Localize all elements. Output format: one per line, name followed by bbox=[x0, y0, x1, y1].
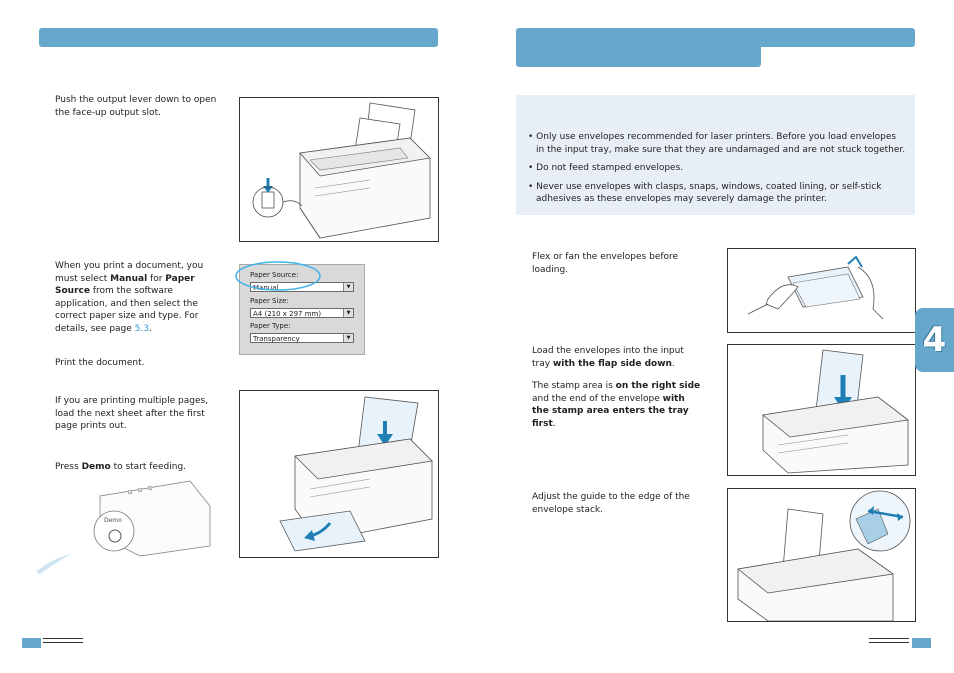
step5-text-a: Press bbox=[55, 462, 82, 472]
adjust-guide-illustration bbox=[737, 490, 911, 622]
page-reference-link[interactable]: 5.3 bbox=[134, 323, 149, 334]
paper-type-label: Paper Type: bbox=[250, 322, 291, 330]
figure-adjust-guide bbox=[727, 488, 916, 622]
chapter-number: 4 bbox=[922, 320, 947, 360]
envelope-note-box: • Only use envelopes recommended for las… bbox=[516, 95, 915, 215]
paper-size-select[interactable]: A4 (210 x 297 mm) ▼ bbox=[250, 308, 354, 318]
step2-line-a: Load the envelopes into the input tray w… bbox=[532, 345, 702, 370]
step2-bold-stamp-first: with the stamp area enters the tray firs… bbox=[532, 393, 689, 429]
left-header-bar bbox=[39, 28, 438, 47]
note-text: Only use envelopes recommended for laser… bbox=[536, 132, 906, 155]
right-header-tab bbox=[516, 44, 761, 67]
dropdown-arrow-icon[interactable]: ▼ bbox=[343, 283, 353, 291]
step2-text-a: When you print a document, you must sele… bbox=[55, 261, 204, 284]
note-text: Do not feed stamped envelopes. bbox=[536, 163, 684, 173]
right-footer-line bbox=[869, 638, 909, 643]
left-step1-text: Push the output lever down to open the f… bbox=[55, 95, 217, 118]
right-footer-block bbox=[912, 638, 931, 648]
paper-type-value: Transparency bbox=[253, 335, 300, 343]
step2-text-d: . bbox=[149, 323, 152, 334]
step2-bold-flap: with the flap side down bbox=[552, 358, 672, 369]
figure-output-lever bbox=[239, 97, 439, 242]
printer-output-lever-illustration bbox=[252, 102, 431, 239]
left-step3-text: Print the document. bbox=[55, 358, 145, 368]
note-text: Never use envelopes with clasps, snaps, … bbox=[536, 181, 882, 205]
step2-text-b: . bbox=[671, 358, 675, 369]
step2-text-d: and the end of the envelope bbox=[532, 393, 663, 404]
dropdown-arrow-icon[interactable]: ▼ bbox=[343, 309, 353, 317]
step2-text-b: for bbox=[147, 273, 166, 284]
step2-text-e: . bbox=[552, 418, 556, 429]
step2-text-c: from the software application, and then … bbox=[55, 286, 199, 334]
left-step4-text: If you are printing multiple pages, load… bbox=[55, 396, 209, 431]
decorative-swoosh bbox=[34, 552, 74, 574]
step2-bold-manual: Manual bbox=[110, 273, 148, 284]
left-step2-text: When you print a document, you must sele… bbox=[55, 260, 227, 335]
flex-envelopes-illustration bbox=[747, 255, 884, 320]
step5-bold-demo: Demo bbox=[81, 462, 111, 472]
step2-line-b: The stamp area is on the right side and … bbox=[532, 380, 702, 430]
right-header-bar bbox=[516, 28, 915, 47]
step2-bold-right-side: on the right side bbox=[615, 381, 701, 391]
figure-load-envelopes bbox=[727, 344, 916, 476]
demo-button-illustration: Demo bbox=[93, 480, 211, 557]
swoosh-icon bbox=[36, 554, 72, 574]
figure-flex-envelopes bbox=[727, 248, 916, 333]
step2-text-a: Load the envelopes into the input tray bbox=[532, 346, 684, 369]
step2-text-c: The stamp area is bbox=[532, 381, 616, 391]
paper-type-select[interactable]: Transparency ▼ bbox=[250, 333, 354, 343]
highlight-ellipse bbox=[235, 261, 321, 291]
figure-demo-button: Demo bbox=[80, 476, 220, 566]
left-footer-line bbox=[43, 638, 83, 643]
paper-source-label: Paper Source: bbox=[250, 271, 299, 279]
paper-settings-dialog: Paper Source: Manual ▼ Paper Size: A4 (2… bbox=[235, 261, 365, 355]
dropdown-arrow-icon[interactable]: ▼ bbox=[343, 334, 353, 342]
note-item: • Do not feed stamped envelopes. bbox=[528, 163, 684, 173]
paper-source-value: Manual bbox=[253, 284, 279, 292]
right-step1-text: Flex or fan the envelopes before loading… bbox=[532, 252, 679, 275]
left-step5-text: Press Demo to start feeding. bbox=[55, 461, 225, 474]
step5-text-b: to start feeding. bbox=[110, 462, 187, 472]
step2-bold-paper-source: Paper Source bbox=[55, 273, 195, 297]
chapter-tab: 4 bbox=[915, 308, 954, 372]
right-step3-text: Adjust the guide to the edge of the enve… bbox=[532, 492, 690, 515]
right-step2-text: Load the envelopes into the input tray w… bbox=[532, 345, 702, 430]
note-item: • Only use envelopes recommended for las… bbox=[528, 132, 906, 155]
paper-size-label: Paper Size: bbox=[250, 297, 289, 305]
paper-size-value: A4 (210 x 297 mm) bbox=[253, 310, 322, 318]
left-footer-block bbox=[22, 638, 41, 648]
load-envelopes-illustration bbox=[762, 349, 909, 474]
note-item: • Never use envelopes with clasps, snaps… bbox=[528, 181, 882, 205]
note-list: • Only use envelopes recommended for las… bbox=[522, 131, 907, 212]
demo-button-label: Demo bbox=[104, 517, 122, 524]
printer-feeding-illustration bbox=[279, 396, 433, 552]
figure-feed-next-sheet bbox=[239, 390, 439, 558]
